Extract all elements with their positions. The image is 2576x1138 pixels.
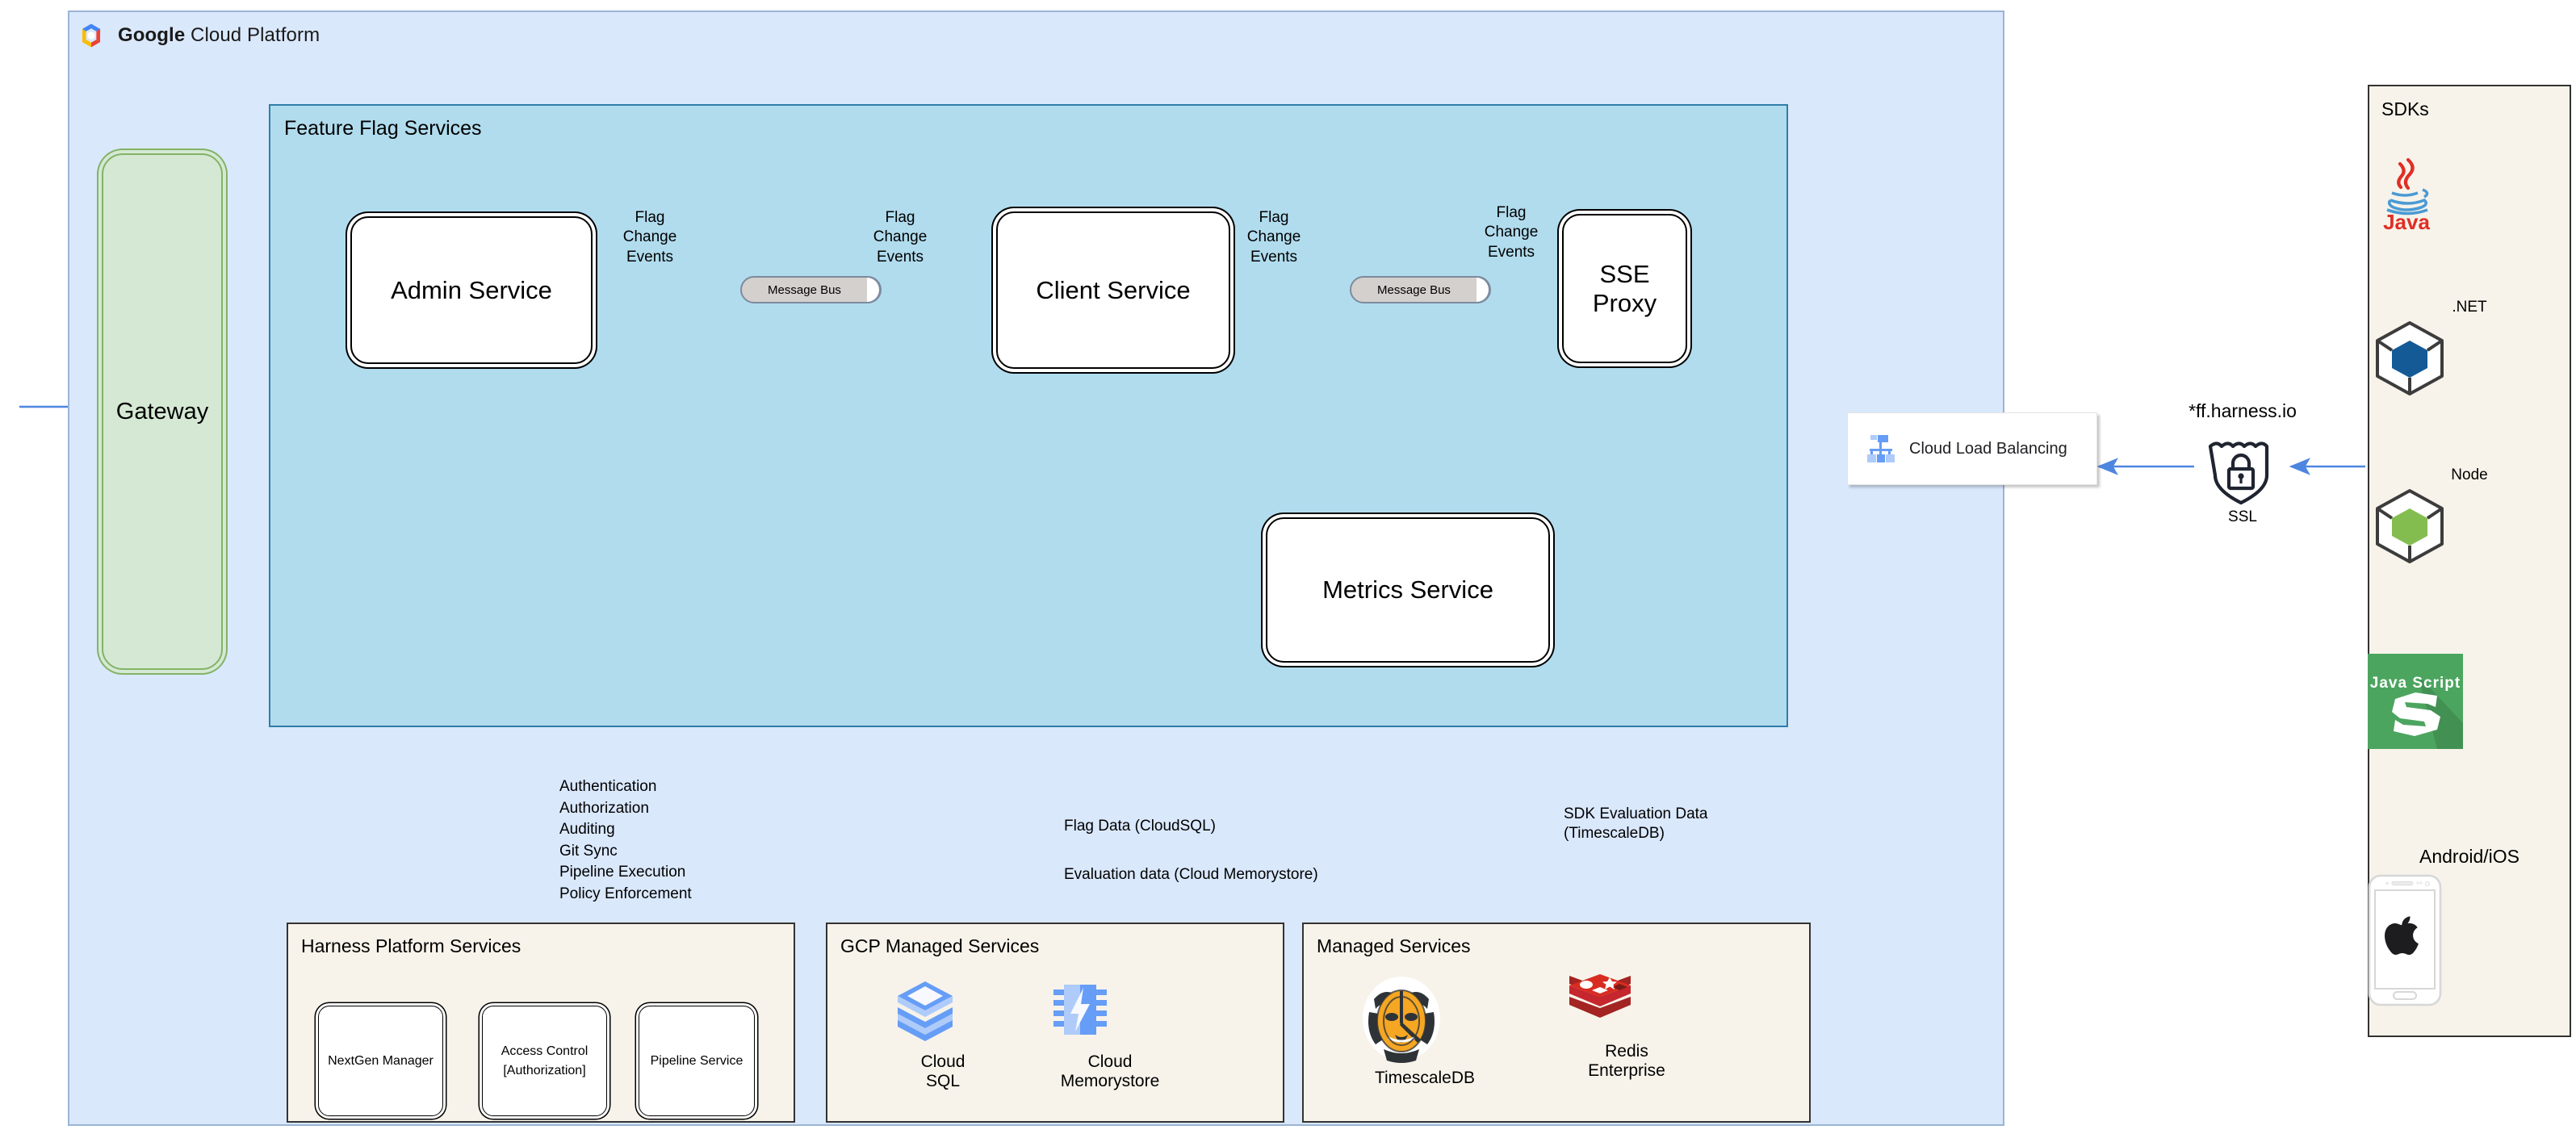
cloud-load-balancing-label: Cloud Load Balancing: [1909, 439, 2067, 458]
feature-flag-services-title: Feature Flag Services: [284, 117, 482, 140]
feature-flag-services-container: [269, 104, 1788, 727]
cloud-memorystore-icon: [1049, 978, 1171, 1048]
sse-proxy-label: SSE Proxy: [1592, 259, 1657, 317]
admin-service-node[interactable]: Admin Service: [350, 216, 593, 364]
google-cloud-logo-icon: [77, 22, 105, 49]
cloud-load-balancing-node[interactable]: Cloud Load Balancing: [1847, 412, 2097, 485]
cloud-sql-icon: [894, 978, 991, 1048]
access-control-node[interactable]: Access Control [Authorization]: [482, 1006, 607, 1116]
client-service-label: Client Service: [1036, 275, 1191, 304]
javascript-logo-icon: Java Script: [2368, 654, 2571, 749]
edge-label-flag-change-events-4: Flag Change Events: [1484, 204, 1539, 261]
edge-label-flag-change-events-2: Flag Change Events: [873, 209, 928, 266]
pipeline-service-label: Pipeline Service: [650, 1053, 743, 1068]
sdk-caption-mobile: Android/iOS: [2419, 846, 2519, 867]
ssl-label: SSL: [2228, 508, 2257, 525]
ssl-shield-lock-icon: [2202, 433, 2280, 511]
sdk-item-android-ios[interactable]: Android/iOS: [2368, 846, 2571, 1006]
client-service-node[interactable]: Client Service: [996, 211, 1230, 369]
nextgen-manager-label: NextGen Manager: [328, 1053, 434, 1068]
metrics-service-node[interactable]: Metrics Service: [1266, 517, 1550, 663]
note-evaluation-data: Evaluation data (Cloud Memorystore): [1064, 866, 1318, 883]
sdk-item-dotnet[interactable]: .NET: [2368, 299, 2571, 400]
message-bus-label-1: Message Bus: [768, 282, 841, 297]
redis-item[interactable]: Redis Enterprise: [1566, 973, 1687, 1081]
gcp-header: Google Cloud Platform: [77, 19, 562, 52]
sse-proxy-node[interactable]: SSE Proxy: [1562, 214, 1687, 363]
timescaledb-item[interactable]: TimescaleDB: [1356, 975, 1493, 1088]
redis-label: Redis Enterprise: [1588, 1042, 1665, 1080]
metrics-service-label: Metrics Service: [1322, 575, 1493, 605]
edge-label-flag-change-events-1: Flag Change Events: [622, 209, 677, 266]
note-flag-data: Flag Data (CloudSQL): [1064, 818, 1216, 835]
sdk-item-node[interactable]: Node: [2368, 466, 2571, 568]
node-cube-icon: [2368, 484, 2571, 568]
gcp-title-bold: Google: [118, 24, 186, 46]
gcp-title-rest: Cloud Platform: [185, 24, 320, 46]
cloud-sql-label: Cloud SQL: [920, 1052, 965, 1090]
note-gcp-data: Flag Data (CloudSQL) Evaluation data (Cl…: [1064, 803, 1318, 897]
nextgen-manager-node[interactable]: NextGen Manager: [318, 1006, 443, 1116]
sdk-item-javascript[interactable]: Java Script: [2368, 654, 2571, 749]
cloud-memorystore-label: Cloud Memorystore: [1060, 1052, 1160, 1090]
message-bus-node-2[interactable]: Message Bus: [1350, 276, 1491, 303]
panel-gcp-managed-title: GCP Managed Services: [840, 935, 1040, 956]
page-title: Google Cloud Platform: [118, 24, 320, 47]
svg-text:Java: Java: [2383, 210, 2430, 231]
note-sdk-evaluation-data: SDK Evaluation Data (TimescaleDB): [1564, 805, 1708, 843]
mobile-phone-apple-icon: [2368, 874, 2571, 1006]
sdk-caption-node: Node: [2451, 466, 2488, 483]
panel-managed-title: Managed Services: [1317, 935, 1471, 956]
sdk-caption-dotnet: .NET: [2452, 299, 2487, 316]
edge-label-flag-change-events-3: Flag Change Events: [1246, 209, 1301, 266]
cloud-sql-item[interactable]: Cloud SQL: [894, 978, 991, 1091]
redis-icon: [1566, 973, 1687, 1035]
message-bus-label-2: Message Bus: [1377, 282, 1451, 297]
dotnet-cube-icon: [2368, 316, 2571, 400]
message-bus-node-1[interactable]: Message Bus: [740, 276, 882, 303]
panel-harness-title: Harness Platform Services: [301, 935, 521, 956]
gateway-node[interactable]: Gateway: [102, 153, 223, 670]
cloud-load-balancing-icon: [1864, 432, 1898, 466]
timescaledb-label: TimescaleDB: [1374, 1069, 1476, 1087]
gateway-label: Gateway: [115, 398, 209, 425]
admin-service-label: Admin Service: [391, 275, 552, 304]
sdks-title: SDKs: [2381, 98, 2429, 119]
java-logo-icon: Java: [2368, 153, 2571, 231]
timescaledb-tiger-icon: [1356, 975, 1493, 1065]
note-platform-responsibilities: Authentication Authorization Auditing Gi…: [559, 778, 692, 902]
ff-domain-label: *ff.harness.io: [2189, 400, 2297, 421]
sdk-item-java[interactable]: Java: [2368, 153, 2571, 231]
access-control-label: Access Control [Authorization]: [501, 1044, 589, 1077]
cloud-memorystore-item[interactable]: Cloud Memorystore: [1049, 978, 1171, 1091]
svg-text:Java Script: Java Script: [2370, 675, 2461, 692]
pipeline-service-node[interactable]: Pipeline Service: [639, 1006, 755, 1116]
